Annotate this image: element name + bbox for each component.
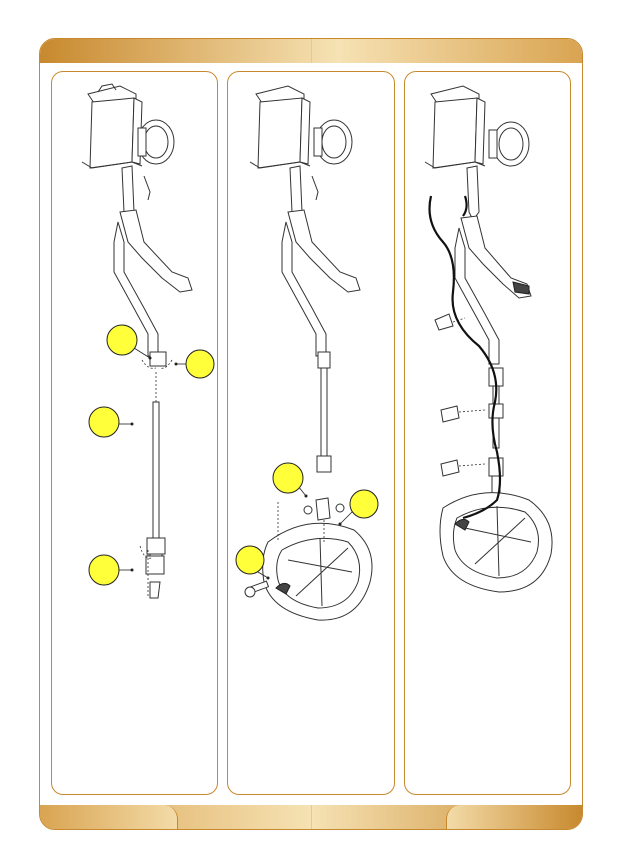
search-coil: [262, 522, 373, 621]
callout-3: [88, 406, 134, 438]
callout-5: [272, 462, 308, 498]
velcro-strap-1: [434, 313, 466, 331]
callout-4: [88, 554, 134, 586]
camlock-nut-upper: [141, 351, 173, 369]
footer-band: [40, 805, 582, 829]
upper-shaft: [454, 165, 532, 365]
footer-tab-right: [446, 805, 582, 829]
assembly-step-3-illustration: [424, 85, 553, 593]
assembly-step-2-illustration: [235, 85, 379, 621]
velcro-strap-3: [440, 459, 486, 477]
callout-6: [338, 489, 379, 526]
footer-divider: [311, 805, 312, 829]
velcro-strap-2: [440, 405, 486, 423]
assembly-step-3-panel: [404, 71, 571, 795]
control-box: [81, 83, 143, 169]
lower-shaft: [303, 351, 345, 521]
footer-tab-left: [40, 805, 178, 829]
arm-cuff: [313, 119, 353, 165]
search-coil: [439, 492, 553, 593]
arm-cuff: [488, 121, 530, 167]
arm-cuff: [137, 119, 175, 165]
assembly-step-1-panel: [51, 71, 218, 795]
upper-shaft: [281, 165, 361, 357]
header-band: [40, 39, 582, 63]
callout-2: [174, 349, 215, 379]
upper-shaft: [113, 165, 193, 357]
assembly-step-1-illustration: [81, 83, 215, 599]
callout-7: [235, 545, 270, 580]
camlock-nut-lower: [139, 537, 166, 559]
coil-bolt: [244, 580, 270, 598]
control-box: [249, 85, 311, 169]
header-divider: [311, 39, 312, 63]
assembly-step-2-panel: [227, 71, 395, 795]
lower-shaft: [145, 401, 165, 599]
coil-cable: [428, 195, 502, 520]
callout-1: [106, 324, 152, 360]
control-box: [424, 85, 486, 169]
